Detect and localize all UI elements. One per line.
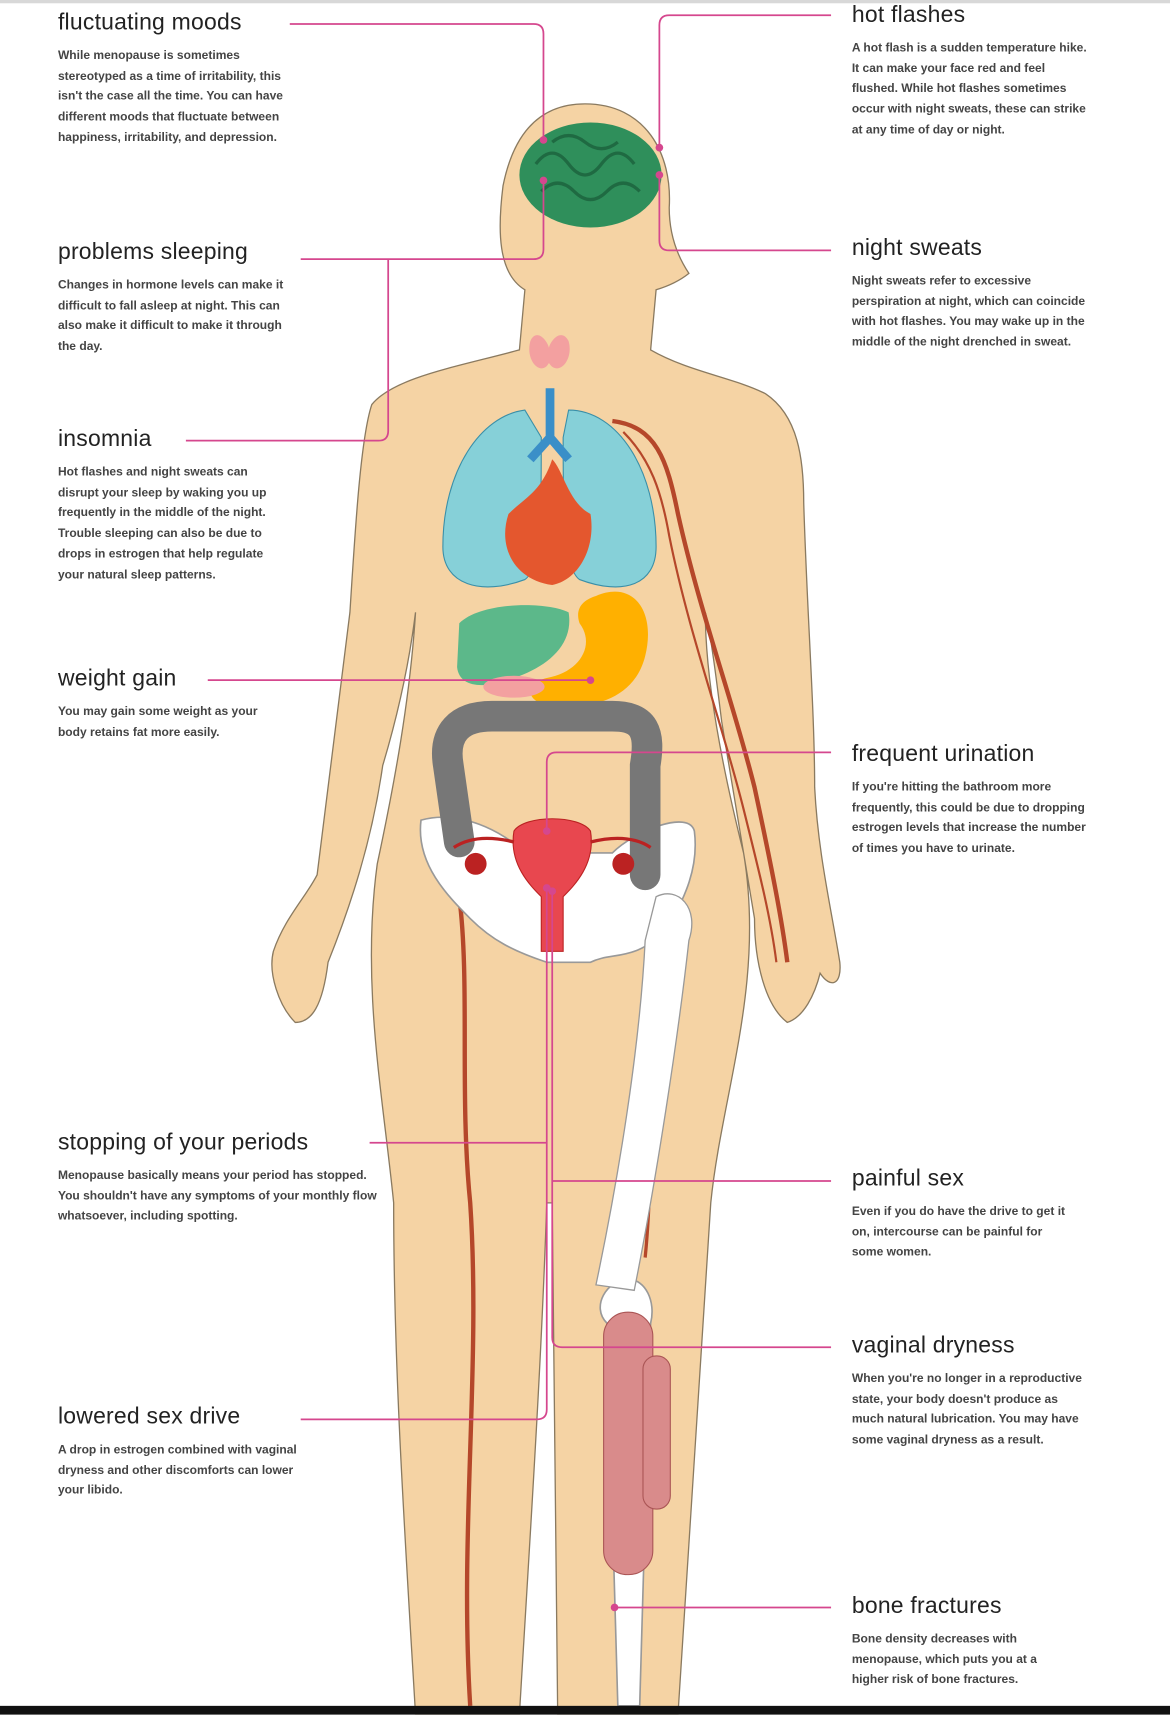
artery-arm-2	[622, 431, 778, 963]
artery-arm	[612, 418, 790, 963]
symptom-description: You may gain some weight as your body re…	[57, 705, 258, 739]
leader-lines	[185, 14, 832, 1609]
top-border	[0, 0, 1170, 4]
symptom-description: Changes in hormone levels can make it di…	[57, 278, 284, 354]
symptom-title: weight gain	[57, 665, 177, 692]
bottom-border	[0, 1705, 1170, 1715]
liver	[457, 605, 570, 686]
left-ovary	[464, 852, 487, 875]
symptom-title: insomnia	[57, 426, 152, 452]
leader-insomnia	[185, 259, 390, 442]
leg-muscle-2	[642, 1355, 671, 1510]
symptom-description: Hot flashes and night sweats can disrupt…	[57, 465, 267, 582]
symptom-description: Menopause basically means your period ha…	[57, 1168, 377, 1223]
symptom-fluctuating-moods: fluctuating moods While menopause is som…	[58, 9, 408, 148]
symptom-title: night sweats	[851, 235, 983, 261]
symptom-title: bone fractures	[851, 1593, 1002, 1619]
symptom-description: A drop in estrogen combined with vaginal…	[57, 1443, 297, 1498]
symptom-description: Even if you do have the drive to get it …	[851, 1205, 1066, 1260]
fallopian-tubes	[452, 836, 652, 849]
symptom-vaginal-dryness: vaginal dryness When you're no longer in…	[852, 1332, 1087, 1451]
symptom-title: lowered sex drive	[57, 1404, 241, 1430]
symptom-title: frequent urination	[851, 741, 1035, 767]
stomach	[530, 591, 648, 707]
symptom-title: fluctuating moods	[57, 9, 242, 35]
symptom-title: problems sleeping	[57, 239, 249, 265]
leader-lowered-sex-drive	[300, 887, 548, 1421]
symptom-night-sweats: night sweats Night sweats refer to exces…	[852, 234, 1087, 353]
symptom-bone-fractures: bone fractures Bone density decreases wi…	[852, 1592, 1087, 1691]
symptom-insomnia: insomnia Hot flashes and night sweats ca…	[58, 425, 408, 585]
artery-left-leg	[457, 896, 476, 1706]
leader-fluctuating-moods	[289, 23, 545, 140]
heart	[505, 459, 592, 586]
symptom-weight-gain: weight gain You may gain some weight as …	[58, 665, 408, 743]
right-ovary	[612, 852, 635, 875]
leader-night-sweats	[658, 174, 832, 252]
symptom-description: Night sweats refer to excessive perspira…	[851, 274, 1086, 349]
symptom-title: vaginal dryness	[851, 1332, 1015, 1359]
symptom-lowered-sex-drive: lowered sex drive A drop in estrogen com…	[58, 1403, 408, 1502]
symptom-painful-sex: painful sex Even if you do have the driv…	[852, 1165, 1087, 1264]
symptom-title: painful sex	[851, 1165, 965, 1191]
leader-frequent-urination	[545, 751, 832, 832]
symptom-description: A hot flash is a sudden temperature hike…	[851, 41, 1087, 137]
symptom-description: Bone density decreases with menopause, w…	[851, 1632, 1037, 1687]
symptom-stopping-periods: stopping of your periods Menopause basic…	[58, 1128, 408, 1227]
symptom-hot-flashes: hot flashes A hot flash is a sudden temp…	[852, 1, 1087, 140]
symptom-problems-sleeping: problems sleeping Changes in hormone lev…	[58, 238, 408, 357]
pancreas	[483, 675, 545, 698]
leader-hot-flashes	[658, 14, 832, 148]
brain-folds	[534, 133, 641, 202]
symptom-title: hot flashes	[851, 2, 966, 28]
symptom-frequent-urination: frequent urination If you're hitting the…	[852, 740, 1087, 859]
trachea	[527, 388, 572, 463]
symptom-description: While menopause is sometimes stereotyped…	[57, 49, 283, 145]
large-intestine	[432, 700, 663, 891]
leader-dots	[539, 136, 664, 1612]
leader-vaginal-dryness	[551, 891, 832, 1349]
uterus	[512, 818, 592, 952]
symptom-description: When you're no longer in a reproductive …	[851, 1372, 1082, 1447]
thigh-bone-upper	[595, 893, 693, 1292]
leader-problems-sleeping	[300, 180, 545, 261]
thyroid	[529, 335, 570, 369]
symptom-description: If you're hitting the bathroom more freq…	[851, 780, 1086, 856]
symptom-title: stopping of your periods	[57, 1129, 309, 1155]
